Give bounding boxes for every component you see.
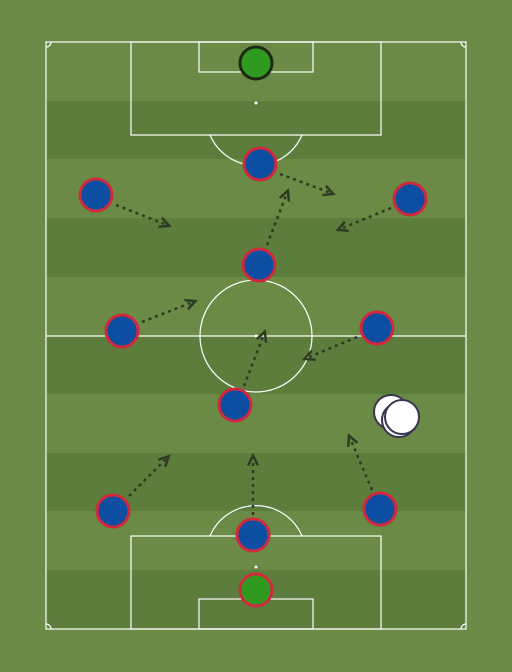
player-marker [104, 313, 140, 349]
team-players [78, 146, 428, 553]
movement-arrow [340, 206, 392, 229]
goalkeeper-marker-top [238, 45, 274, 81]
penalty-spot-top [254, 101, 258, 105]
player-marker [217, 387, 253, 423]
opponent-marker [384, 399, 420, 435]
movement-arrow [141, 302, 193, 324]
movement-arrow [350, 438, 374, 491]
penalty-arc-bottom [209, 504, 303, 537]
player-marker [392, 181, 428, 217]
movement-arrow [265, 193, 287, 246]
player-marker [95, 493, 131, 529]
corner-arc [45, 623, 52, 630]
penalty-spot-bottom [254, 565, 258, 569]
corner-arc [460, 41, 467, 48]
player-marker [78, 177, 114, 213]
player-marker [242, 146, 278, 182]
centre-spot [254, 334, 258, 338]
goalkeeper-marker-bottom [238, 572, 274, 608]
player-marker [241, 247, 277, 283]
player-marker [362, 491, 398, 527]
movement-arrows [115, 172, 392, 515]
corner-arc [460, 623, 467, 630]
movement-arrow [115, 203, 167, 225]
stripe [46, 336, 466, 394]
opponent-markers [373, 394, 420, 438]
movement-arrow [128, 458, 167, 497]
player-marker [235, 517, 271, 553]
movement-arrow [307, 335, 358, 358]
movement-arrow [279, 172, 331, 193]
goalkeepers [238, 45, 274, 608]
player-marker [359, 310, 395, 346]
corner-arc [45, 41, 52, 48]
movement-arrow [242, 334, 264, 387]
